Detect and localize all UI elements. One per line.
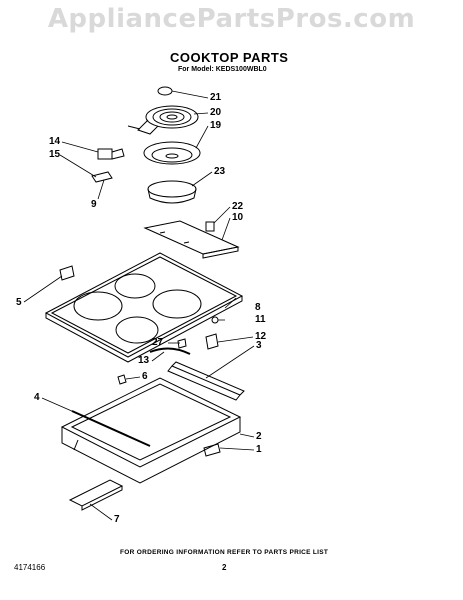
callout-15: 15 xyxy=(49,149,61,160)
callout-5: 5 xyxy=(16,297,22,308)
page-title: COOKTOP PARTS xyxy=(170,50,289,65)
callout-6: 6 xyxy=(142,371,148,382)
page-number: 2 xyxy=(222,563,227,572)
callout-10: 10 xyxy=(232,212,244,223)
element-receptacle xyxy=(91,148,125,183)
cooktop-top xyxy=(44,252,244,363)
callout-13: 13 xyxy=(138,355,150,366)
callout-14: 14 xyxy=(49,136,61,147)
document-number: 4174166 xyxy=(14,563,46,572)
leader-lines xyxy=(23,90,255,521)
watermark: AppliancePartsPros.com xyxy=(47,4,416,34)
callout-20: 20 xyxy=(210,107,222,118)
trim-ring xyxy=(147,180,197,204)
front-trim xyxy=(167,361,245,401)
callout-9: 9 xyxy=(91,199,97,210)
bottom-bracket xyxy=(68,479,124,511)
surface-element xyxy=(127,86,199,135)
burner-box xyxy=(60,377,242,484)
callout-4: 4 xyxy=(34,392,40,403)
callout-12: 12 xyxy=(255,331,267,342)
callout-1: 1 xyxy=(256,444,262,455)
callout-21: 21 xyxy=(210,92,222,103)
callout-2: 2 xyxy=(256,431,262,442)
callout-11: 11 xyxy=(255,314,266,325)
control-strip xyxy=(143,220,240,259)
callout-7: 7 xyxy=(114,514,120,525)
callout-23: 23 xyxy=(214,166,226,177)
model-line: For Model: KEDS100WBL0 xyxy=(178,66,267,73)
callout-27: 27 xyxy=(152,337,164,348)
callout-3: 3 xyxy=(256,340,262,351)
callout-8: 8 xyxy=(255,302,261,313)
ordering-note: FOR ORDERING INFORMATION REFER TO PARTS … xyxy=(120,549,329,556)
drip-pan xyxy=(143,141,201,165)
callout-19: 19 xyxy=(210,120,222,131)
callout-22: 22 xyxy=(232,201,244,212)
small-parts xyxy=(117,316,219,385)
